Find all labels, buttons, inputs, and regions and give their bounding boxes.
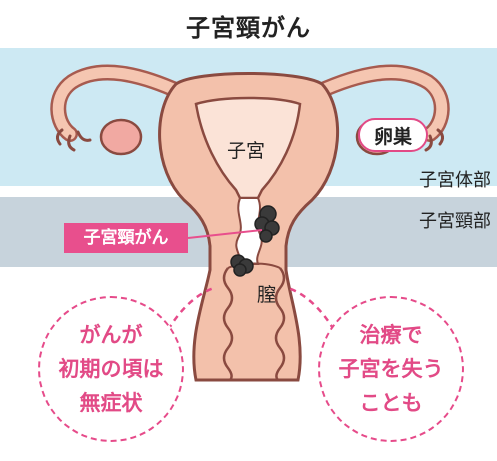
bubble-line: 無症状 [79, 391, 143, 415]
left-ovary [99, 118, 143, 156]
page-title: 子宮頸がん [186, 14, 311, 42]
uterine-cavity [194, 96, 302, 200]
bubble-line: 子宮を失う [338, 357, 444, 381]
tumor-lower [230, 254, 254, 277]
right-bubble-tail [287, 286, 336, 331]
uterus-label: 子宮 [227, 140, 266, 162]
cervical-cancer-tag: 子宮頸がん [64, 223, 188, 253]
tumor-upper [254, 205, 280, 243]
left-bubble-tail [166, 286, 215, 331]
cancer-leader-line [187, 229, 263, 239]
bubble-line: 治療で [359, 323, 423, 347]
cervix-label: 子宮頸部 [419, 211, 491, 232]
ovary-label: 卵巣 [358, 118, 428, 152]
bubble-line: 初期の頃は [58, 357, 164, 381]
bubble-line: ことも [359, 391, 423, 415]
treatment-bubble: 治療で 子宮を失う ことも [318, 296, 464, 442]
vagina-label: 膣 [257, 284, 277, 306]
uterine-body-label: 子宮体部 [419, 170, 491, 191]
symptom-bubble: がんが 初期の頃は 無症状 [38, 296, 184, 442]
vagina-left-wall [222, 267, 234, 381]
bubble-line: がんが [79, 323, 143, 347]
vagina-right-wall [274, 267, 286, 381]
